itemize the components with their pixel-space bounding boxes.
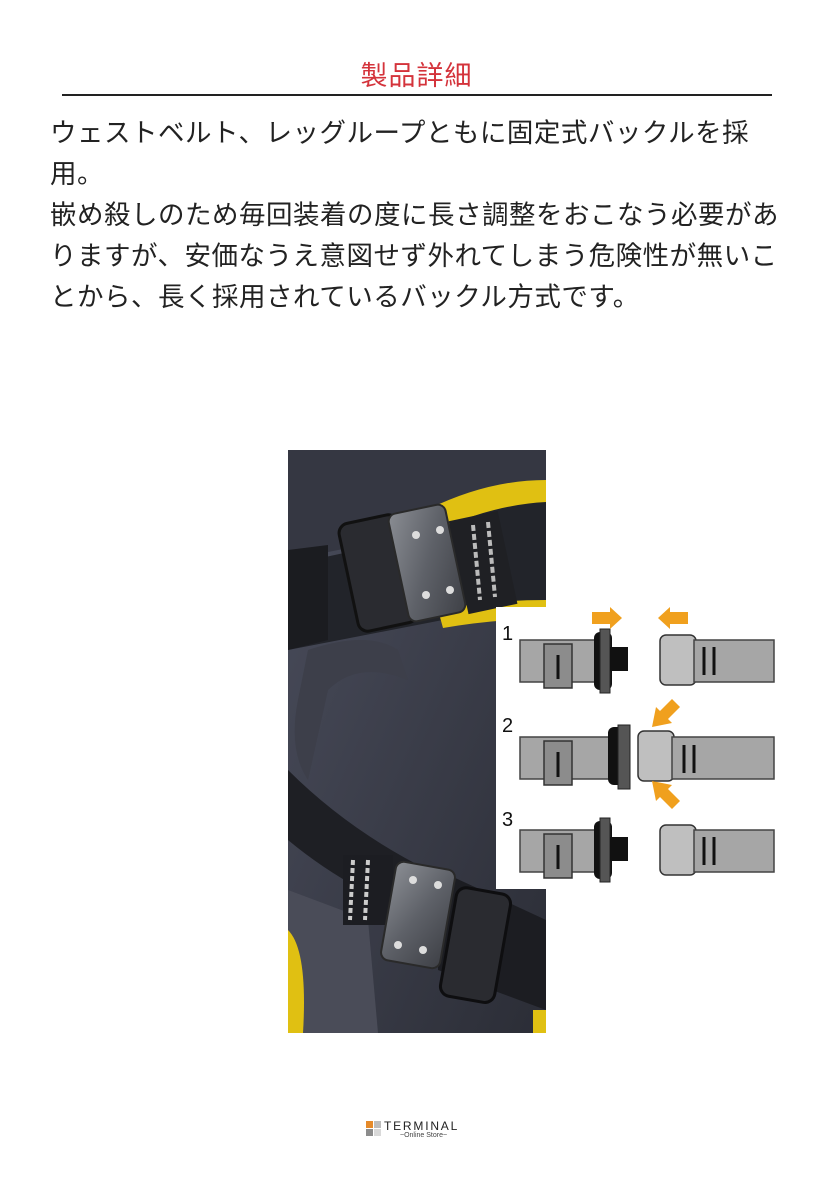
logo-mark-icon [366, 1121, 381, 1136]
footer-logo: TERMINAL ~Online Store~ [366, 1119, 476, 1141]
brand-tagline: ~Online Store~ [400, 1132, 448, 1139]
step-1-graphic [519, 607, 775, 694]
page-title: 製品詳細 [360, 61, 473, 92]
step-2-graphic [519, 699, 775, 809]
description-paragraph-1: ウェストベルト、レッグループともに固定式バックルを採用。 [50, 118, 750, 190]
product-description: ウェストベルト、レッグループともに固定式バックルを採用。 嵌め殺しのため毎回装着… [50, 113, 790, 318]
step-number-2: 2 [502, 715, 514, 737]
step-number-1: 1 [502, 623, 514, 645]
step-3-graphic [519, 817, 775, 883]
brand-name: TERMINAL [384, 1119, 460, 1133]
title-divider [62, 94, 772, 96]
harness-buckle-photo [288, 450, 546, 1033]
step-number-3: 3 [502, 809, 514, 831]
description-paragraph-2: 嵌め殺しのため毎回装着の度に長さ調整をおこなう必要がありますが、安価なうえ意図せ… [50, 200, 779, 313]
buckle-steps-diagram: 1 2 3 [496, 607, 786, 889]
